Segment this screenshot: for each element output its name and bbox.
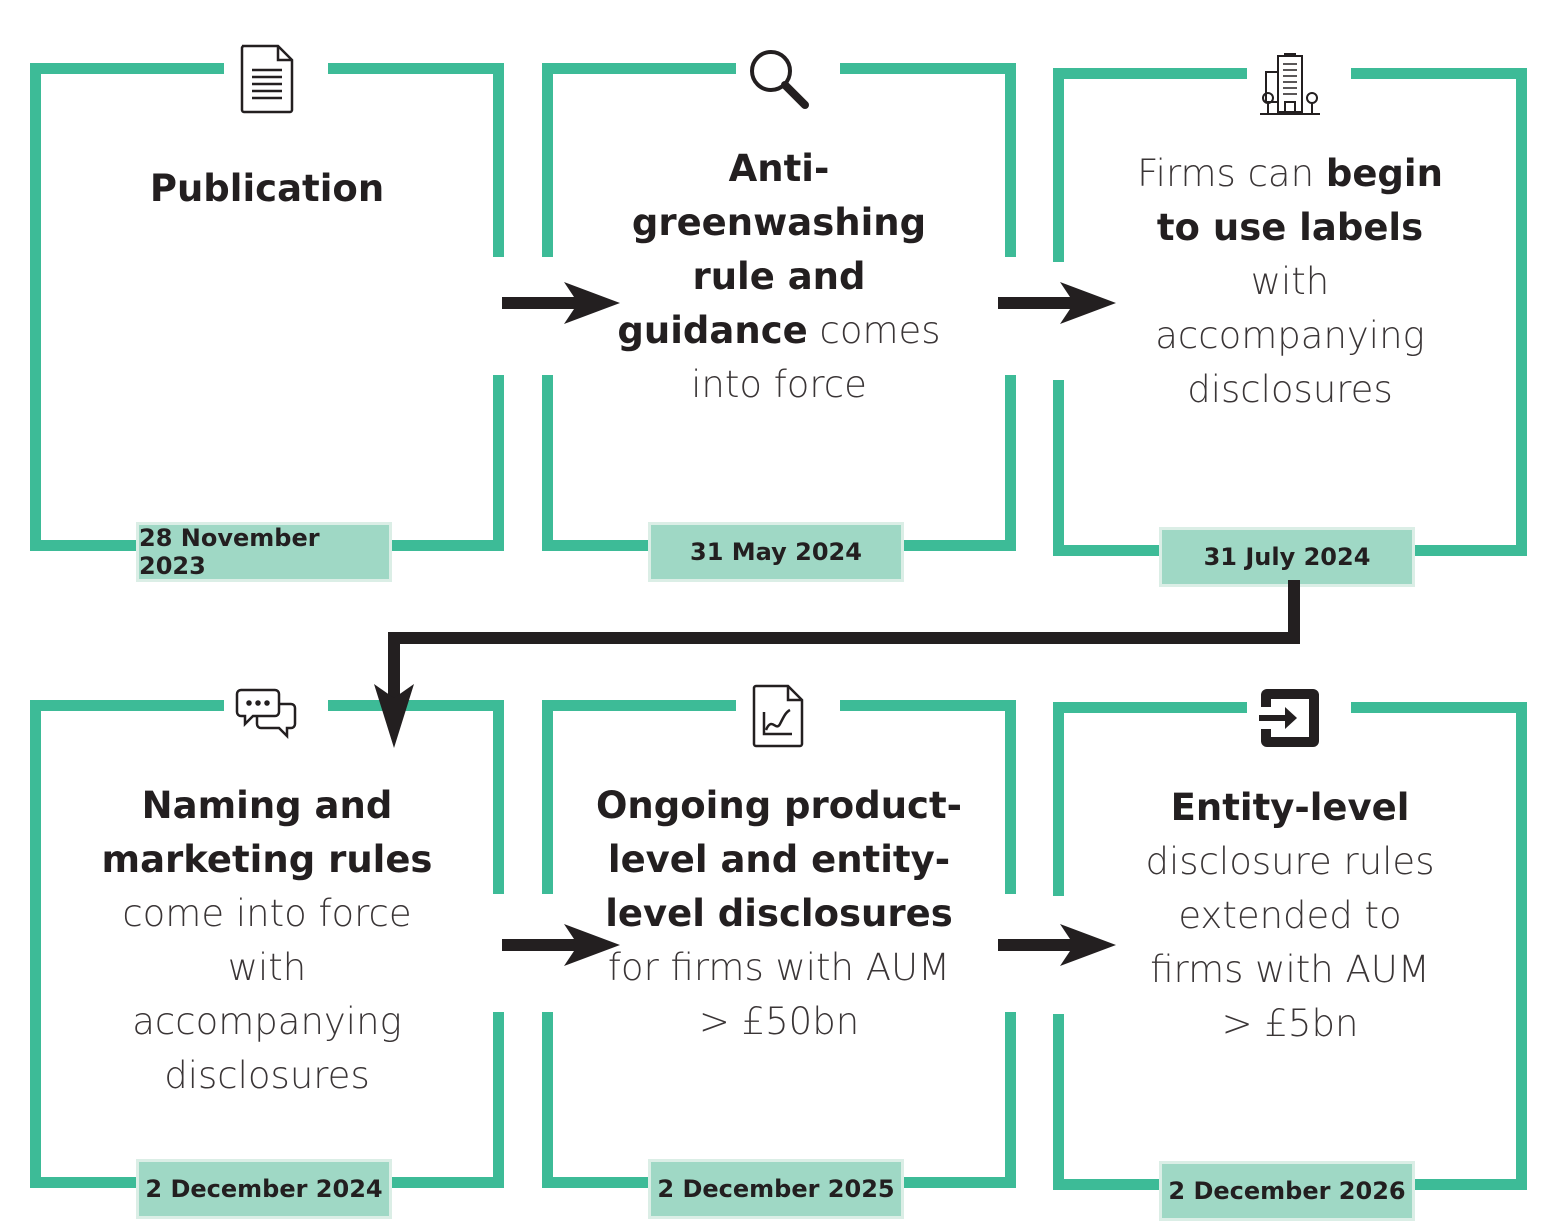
frame-gap [491,894,507,1012]
arrow-right [502,924,620,966]
step-naming-marketing: Naming and marketing rules come into for… [30,688,507,1219]
date-badge: 31 May 2024 [648,522,904,582]
chat-icon [232,681,302,751]
report-chart-icon [744,681,814,751]
arrow-right [998,282,1116,324]
frame-gap [539,894,555,1012]
date-badge: 2 December 2026 [1159,1161,1415,1221]
frame-gap [1050,262,1066,380]
step-labels: Firms can begin to use labels with accom… [1050,53,1527,587]
step-entity-level: Entity-level disclosure rules extended t… [1050,689,1527,1221]
frame-gap [1247,65,1351,81]
exit-icon [1255,683,1325,753]
date-badge: 2 December 2024 [136,1159,392,1219]
step-text: Publication [149,167,385,210]
step-anti-greenwashing: Anti-greenwashing rule and guidance come… [539,50,1019,582]
arrow-down-connector [374,580,1300,748]
frame-gap [1003,257,1019,375]
magnifier-icon [744,44,814,114]
arrow-right [502,282,620,324]
step-text: Firms can begin to use labels with accom… [1137,152,1443,411]
frame-gap [1003,894,1019,1012]
step-text: Ongoing product-level and entity-level d… [595,784,963,1043]
date-badge: 31 July 2024 [1159,527,1415,587]
document-icon [232,44,302,114]
step-text: Entity-level disclosure rules extended t… [1145,786,1435,1045]
frame-gap [539,257,555,375]
building-icon [1255,49,1325,119]
frame-gap [491,257,507,375]
step-publication: Publication 28 November 2023 [30,44,507,582]
date-badge: 2 December 2025 [648,1159,904,1219]
step-text: Naming and marketing rules come into for… [101,784,433,1097]
step-text: Anti-greenwashing rule and guidance come… [617,147,941,406]
date-badge: 28 November 2023 [136,522,392,582]
arrow-right [998,924,1116,966]
